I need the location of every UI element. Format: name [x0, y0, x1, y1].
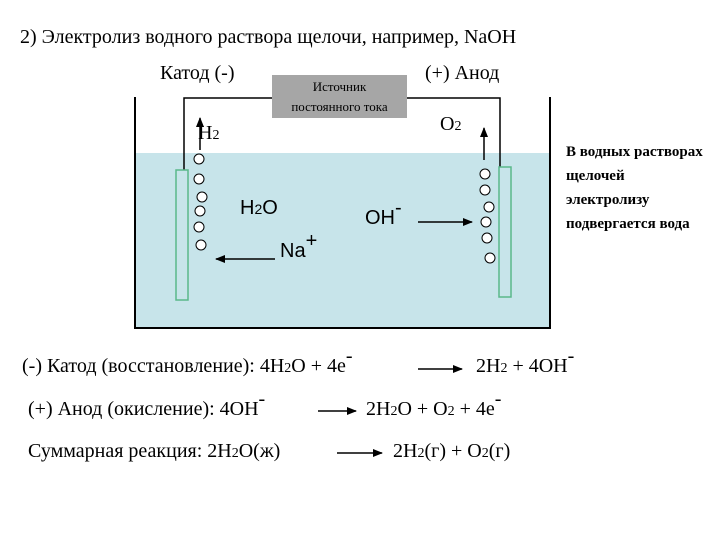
h2-bubble	[193, 173, 205, 185]
power-source-box: Источник постоянного тока	[272, 75, 407, 118]
solution	[135, 153, 550, 328]
h2-bubble	[194, 205, 206, 217]
hydroxide-ion-label: OH-	[365, 197, 402, 229]
anode-equation-reactants: (+) Анод (окисление): 4OH-	[28, 388, 266, 420]
water-label: H2O	[240, 197, 278, 219]
power-source-line2: постоянного тока	[291, 99, 388, 114]
h2-bubble	[193, 221, 205, 233]
o2-bubble	[483, 201, 495, 213]
anode-wire	[407, 97, 501, 170]
total-equation-reactants: Суммарная реакция: 2H2O(ж)	[28, 440, 281, 462]
h2-bubble	[193, 153, 205, 165]
o2-gas-label: O2	[440, 113, 462, 135]
sodium-ion-label: Na+	[280, 230, 318, 262]
anode-bubbles	[479, 168, 496, 264]
side-note: В водных растворах щелочей электролизу п…	[566, 144, 703, 232]
slide-title: 2) Электролиз водного раствора щелочи, н…	[20, 26, 517, 48]
total-equation-products: 2H2(г) + O2(г)	[393, 440, 511, 462]
h2-gas-label: H2	[198, 122, 220, 144]
cathode-equation-products: 2H2 + 4OH-	[476, 345, 575, 377]
cathode-electrode	[175, 169, 189, 301]
h2-bubble	[196, 191, 208, 203]
vessel	[134, 97, 551, 329]
h2-bubble	[195, 239, 207, 251]
anode-electrode	[498, 166, 512, 298]
o2-bubble	[479, 168, 491, 180]
cathode-wire	[183, 97, 272, 170]
power-source-line1: Источник	[312, 79, 367, 94]
cathode-equation-reactants: (-) Катод (восстановление): 4H2O + 4e-	[22, 345, 353, 377]
o2-bubble	[480, 216, 492, 228]
o2-bubble	[481, 232, 493, 244]
cathode-label: Катод (-)	[160, 62, 235, 84]
cathode-bubbles	[193, 153, 208, 251]
anode-equation-products: 2H2O + O2 + 4e-	[366, 388, 502, 420]
anode-label: (+) Анод	[425, 62, 500, 84]
o2-bubble	[479, 184, 491, 196]
o2-bubble	[484, 252, 496, 264]
